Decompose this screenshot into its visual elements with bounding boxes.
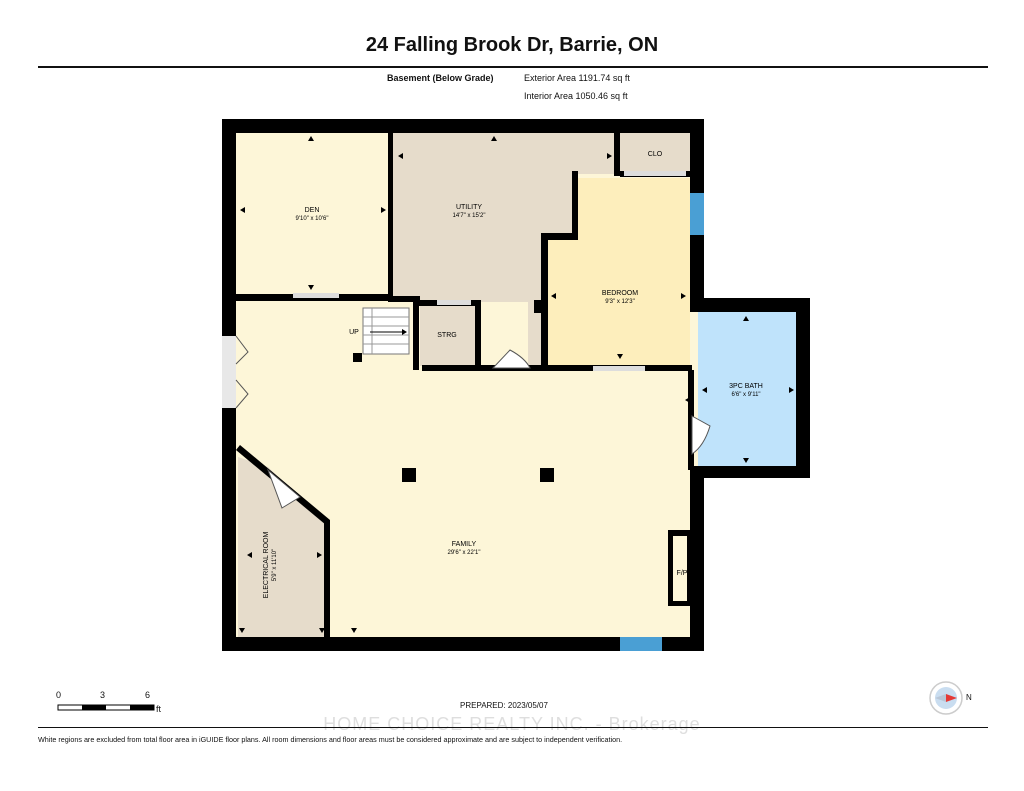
door-electrical [266,468,301,509]
plan-title: 24 Falling Brook Dr, Barrie, ON [365,34,659,56]
scale-unit: ft [156,704,162,714]
strg-label: STRG [437,332,456,339]
fireplace [673,536,687,601]
utility-dim: 14'7" x 15'2" [453,213,486,219]
closet-floor [617,133,690,174]
strg-floor [420,308,477,364]
exterior-area: Exterior Area 1191.74 sq ft [524,73,630,83]
bedroom-label: BEDROOM [602,290,638,297]
disclaimer: White regions are excluded from total fl… [38,735,623,744]
door-exterior-swing-2 [235,379,249,409]
door-exterior [222,336,236,408]
closet-label: CLO [648,151,663,158]
dimension-markers [239,136,794,633]
watermark: HOME CHOICE REALTY INC. - Brokerage [323,714,701,734]
compass-north-label: N [966,693,972,702]
compass-icon [929,681,963,715]
door-strg [437,300,471,305]
bath-floor [698,310,800,470]
family-dim: 29'6" x 22'1" [448,550,481,556]
stairs-label: UP [349,329,359,336]
door-closet [624,171,686,176]
footer-divider [38,727,988,728]
utility-label: UTILITY [456,204,482,211]
bedroom-floor [548,178,690,368]
stairs [362,307,410,355]
door-utility [491,349,531,369]
header-divider [38,66,988,68]
scale-bar-graphic [57,704,155,711]
bedroom-dim: 9'3" x 12'3" [605,299,635,305]
window-bedroom [690,193,704,235]
door-bedroom [593,366,645,371]
fireplace-label: F/P [677,570,688,577]
window-family [620,637,662,651]
family-label: FAMILY [452,541,477,548]
door-bath [691,415,711,455]
electrical-dim: 5'9" x 11'10" [272,549,278,581]
prepared-date: PREPARED: 2023/05/07 [460,701,548,710]
compass [927,681,967,715]
scale-bar: 0 3 6 ft [55,690,175,720]
electrical-label: ELECTRICAL ROOM [263,532,270,599]
scale-tick-3: 3 [100,690,106,700]
bath-label: 3PC BATH [729,383,763,390]
scale-tick-0: 0 [56,690,62,700]
level-label: Basement (Below Grade) [387,73,494,83]
door-exterior-swing-1 [235,335,249,365]
interior-area: Interior Area 1050.46 sq ft [524,91,628,101]
den-floor [236,133,389,296]
scale-tick-6: 6 [145,690,151,700]
door-den [293,293,339,298]
den-label: DEN [305,207,320,214]
den-dim: 9'10" x 10'6" [296,216,329,222]
bath-dim: 6'6" x 9'11" [731,392,760,398]
